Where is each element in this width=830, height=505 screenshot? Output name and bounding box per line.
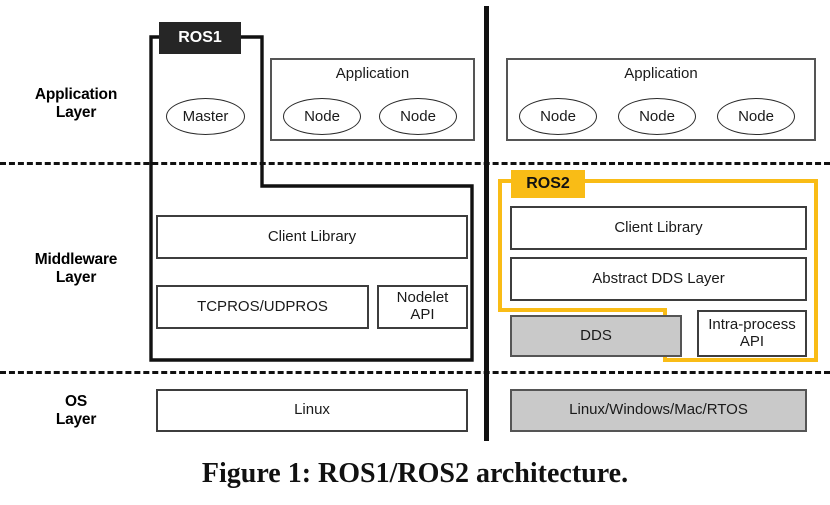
- ros1-client-library-label: Client Library: [267, 227, 357, 245]
- ros2-dds-box: DDS: [510, 315, 682, 357]
- layer-label-os-line1: OS: [65, 393, 87, 410]
- ros1-node-label-1: Node: [304, 108, 340, 125]
- ros1-master-label: Master: [182, 108, 229, 125]
- ros2-application-group: Application: [506, 58, 816, 141]
- ros2-abstract-dds-box: Abstract DDS Layer: [510, 257, 807, 301]
- ros1-node-ellipse-2: Node: [379, 98, 457, 135]
- layer-label-application: Application Layer: [8, 86, 144, 123]
- ros1-client-library-box: Client Library: [156, 215, 468, 259]
- ros2-node-ellipse-2: Node: [618, 98, 696, 135]
- ros2-badge: ROS2: [511, 170, 585, 198]
- ros2-dds-label: DDS: [580, 326, 612, 344]
- layer-label-application-line1: Application: [34, 86, 118, 103]
- ros2-node-ellipse-3: Node: [717, 98, 795, 135]
- ros1-transport-box: TCPROS/UDPROS: [156, 285, 369, 329]
- ros2-os-box: Linux/Windows/Mac/RTOS: [510, 389, 807, 432]
- layer-label-middleware: Middleware Layer: [8, 251, 144, 288]
- figure-caption: Figure 1: ROS1/ROS2 architecture.: [201, 458, 629, 489]
- ros2-node-label-1: Node: [540, 108, 576, 125]
- ros2-abstract-dds-label: Abstract DDS Layer: [592, 269, 725, 287]
- layer-label-middleware-line1: Middleware: [34, 251, 118, 268]
- ros1-badge-label: ROS1: [178, 29, 222, 46]
- ros2-badge-label: ROS2: [526, 175, 570, 192]
- ros1-nodelet-api-line1: Nodelet: [396, 289, 449, 307]
- ros2-client-library-label: Client Library: [614, 218, 703, 236]
- ros1-nodelet-api-box: Nodelet API: [377, 285, 468, 329]
- ros2-intra-process-line2: API: [739, 332, 765, 350]
- ros1-master-ellipse: Master: [166, 98, 245, 135]
- ros2-application-title: Application: [624, 65, 698, 82]
- ros1-node-label-2: Node: [400, 108, 436, 125]
- ros2-intra-process-line1: Intra-process: [708, 315, 796, 333]
- application-middleware-separator: [0, 162, 830, 165]
- ros1-badge: ROS1: [159, 22, 241, 54]
- layer-label-application-line2: Layer: [55, 104, 97, 122]
- layer-label-middleware-line2: Layer: [55, 269, 97, 287]
- ros2-node-label-2: Node: [639, 108, 675, 125]
- ros1-application-group: Application: [270, 58, 475, 141]
- ros2-client-library-box: Client Library: [510, 206, 807, 250]
- ros2-node-label-3: Node: [738, 108, 774, 125]
- ros1-node-ellipse-1: Node: [283, 98, 361, 135]
- center-divider: [484, 6, 489, 441]
- ros2-intra-process-api-box: Intra-process API: [697, 310, 807, 357]
- middleware-os-separator: [0, 371, 830, 374]
- ros1-transport-label: TCPROS/UDPROS: [197, 297, 328, 315]
- ros1-application-title: Application: [335, 65, 410, 82]
- ros1-nodelet-api-line2: API: [410, 306, 435, 323]
- layer-label-os-line2: Layer: [55, 411, 97, 429]
- ros2-node-ellipse-1: Node: [519, 98, 597, 135]
- ros2-os-label: Linux/Windows/Mac/RTOS: [569, 401, 748, 419]
- ros1-os-label: Linux: [294, 401, 330, 419]
- ros1-os-box: Linux: [156, 389, 468, 432]
- layer-label-os: OS Layer: [8, 393, 144, 430]
